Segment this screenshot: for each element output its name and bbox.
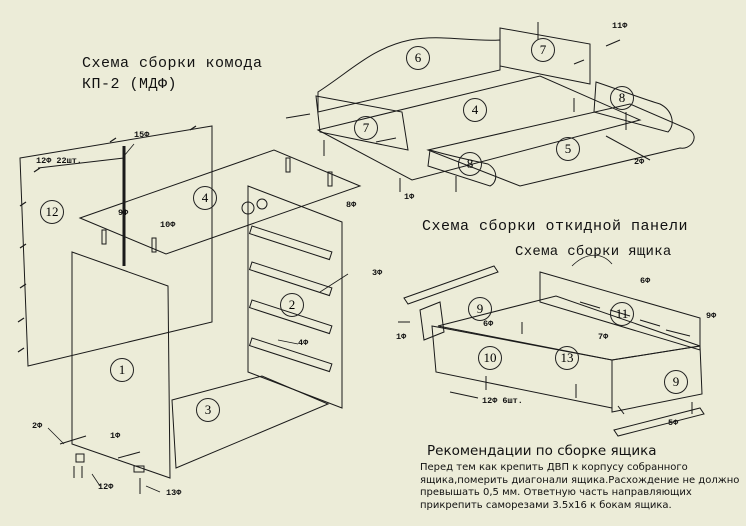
main-title-line1: Схема сборки комода: [82, 55, 263, 72]
back-panel-12: [19, 125, 213, 367]
side-panel-2: [247, 185, 343, 409]
recommendations-title: Рекомендации по сборке ящика: [427, 443, 657, 459]
panel-side-8-right: [593, 81, 673, 133]
part-number: 8: [610, 86, 634, 110]
fastener-label: 1Ф: [396, 332, 407, 342]
fastener-label: 10Ф: [160, 220, 176, 230]
part-number: 7: [354, 116, 378, 140]
bottom-panel-3: [171, 375, 330, 469]
fastener-label: 15Ф: [134, 130, 150, 140]
part-number: 9: [468, 297, 492, 321]
fastener-label: 11Ф: [612, 21, 628, 31]
drawer-side-9-left: [419, 301, 445, 341]
part-number: 7: [531, 38, 555, 62]
top-dowels: [101, 157, 333, 253]
drawer-side-9-right: [611, 345, 703, 413]
panel-side-8-left: [427, 149, 497, 187]
drawer-rail-top: [403, 265, 499, 305]
fastener-label: 1Ф: [404, 192, 415, 202]
bottom-fasteners: [59, 435, 145, 494]
panel-fasteners: [285, 22, 651, 192]
fastener-label: 7Ф: [598, 332, 609, 342]
fastener-label: 4Ф: [298, 338, 309, 348]
main-title-line2: КП-2 (МДФ): [82, 76, 178, 93]
part-number: 2: [280, 293, 304, 317]
fastener-label: 9Ф: [706, 311, 717, 321]
fastener-label: 6Ф: [640, 276, 651, 286]
fastener-label: 13Ф: [166, 488, 182, 498]
part-number: 13: [555, 346, 579, 370]
part-number: 9: [664, 370, 688, 394]
part-number: 4: [193, 186, 217, 210]
drawer-rail-bottom: [613, 407, 705, 437]
top-panel-4: [78, 149, 362, 255]
fastener-label: 12Ф: [98, 482, 114, 492]
panel-base-4: [316, 75, 642, 181]
part-number: 12: [40, 200, 64, 224]
panel-side-7-left: [315, 95, 409, 151]
part-number: 8: [458, 152, 482, 176]
part-number: 3: [196, 398, 220, 422]
front-panel-1: [71, 251, 171, 479]
fastener-label: 5Ф: [668, 418, 679, 428]
fastener-label: 2Ф: [32, 421, 43, 431]
part-number: 11: [610, 302, 634, 326]
fastener-label: 9Ф: [118, 208, 129, 218]
panel-back-6: [317, 37, 501, 113]
part-number: 5: [556, 137, 580, 161]
leader-lines: [47, 143, 349, 493]
recommendations-body: Перед тем как крепить ДВП к корпусу собр…: [420, 462, 740, 511]
panel-title: Схема сборки откидной панели: [422, 218, 689, 235]
fastener-label: 12Ф 22шт.: [36, 156, 82, 166]
part-number: 10: [478, 346, 502, 370]
back-screws: [17, 125, 197, 353]
fastener-label: 2Ф: [634, 157, 645, 167]
part-number: 4: [463, 98, 487, 122]
fastener-label: 3Ф: [372, 268, 383, 278]
panel-side-7-right: [499, 27, 591, 85]
fastener-label: 12Ф 6шт.: [482, 396, 523, 406]
fastener-label: 8Ф: [346, 200, 357, 210]
panel-front-5: [426, 103, 695, 187]
drawer-title: Схема сборки ящика: [515, 244, 672, 260]
part-number: 1: [110, 358, 134, 382]
fastener-label: 6Ф: [483, 319, 494, 329]
fastener-label: 1Ф: [110, 431, 121, 441]
part-number: 6: [406, 46, 430, 70]
